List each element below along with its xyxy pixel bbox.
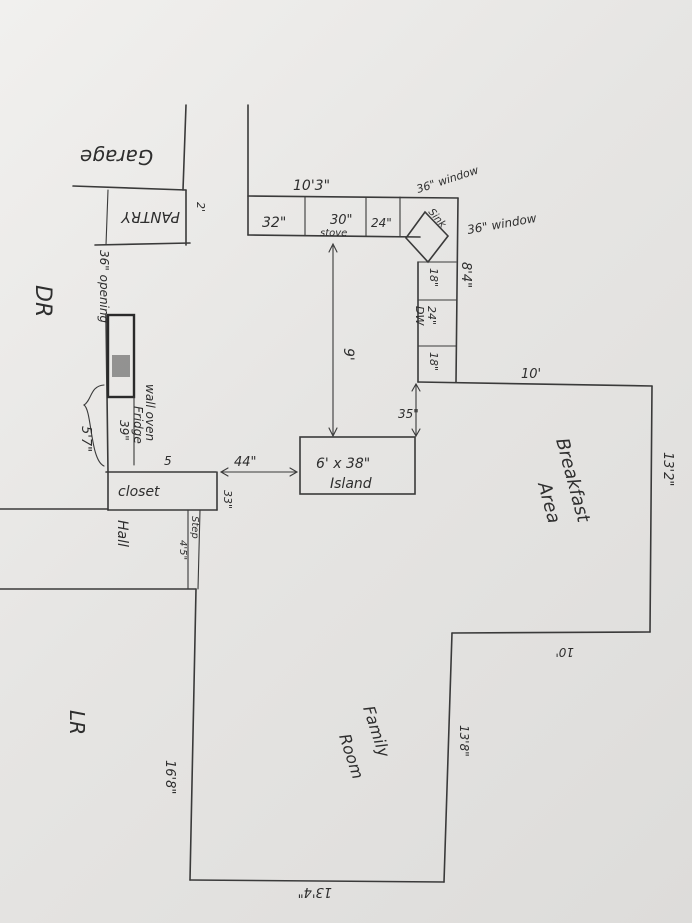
breakfast-width-dimension: 10' [521, 367, 541, 382]
wall-oven-label: wall oven [143, 384, 157, 441]
room-label: Room [335, 731, 367, 781]
island-to-closet-dimension: 44" [234, 455, 257, 470]
stove-size-label: 30" [330, 213, 353, 228]
dw-size-label: 24" [425, 306, 438, 325]
family-label: Family [359, 703, 394, 760]
aisle-9-dimension: 9' [340, 348, 356, 361]
wall-oven-box [106, 313, 136, 399]
sink-shape [404, 210, 450, 264]
cabinet-24-label: 24" [371, 216, 392, 230]
pantry-label: PANTRY [120, 208, 180, 226]
area-label: Area [533, 479, 564, 526]
outer-walls [189, 385, 653, 883]
right-window-label: 36" window [466, 211, 538, 237]
dw-label: DW [413, 306, 426, 326]
island-label: Island [330, 476, 372, 492]
closet-label: closet [118, 484, 160, 500]
family-depth-dimension: 13'8" [457, 725, 471, 757]
hall-label: Hall [114, 520, 130, 547]
opening-label: 36" opening [97, 250, 111, 323]
cabinet-18-top-label: 18" [427, 268, 440, 287]
closet-block [107, 471, 218, 511]
lr-depth-dimension: 16'8" [162, 760, 177, 794]
kitchen-right-counter [417, 197, 653, 387]
fridge-label: Fridge [131, 406, 145, 444]
sink-label: Sink [426, 207, 449, 231]
bottom-dimension: 13'4" [298, 884, 332, 899]
fridge-wall [105, 313, 217, 473]
garage-walls [72, 104, 191, 246]
island-size-label: 6' x 38" [316, 456, 370, 472]
closet-depth-dimension: 33" [221, 490, 234, 509]
breakfast-depth-dimension: 13'2" [660, 452, 675, 486]
dr-label: DR [30, 285, 55, 317]
step-label: Step [189, 516, 200, 539]
stove-label: stove [320, 228, 347, 239]
kitchen-top-counter [247, 104, 459, 238]
cabinet-18-bottom-label: 18" [427, 352, 440, 371]
lr-label: LR [65, 710, 89, 735]
top-run-dimension: 10'3" [293, 178, 330, 194]
wall-5-dimension: 5 [164, 454, 172, 468]
top-window-label: 36" window [415, 164, 480, 196]
cabinet-32-label: 32" [262, 215, 286, 231]
hall-width-dimension: 4'5" [177, 540, 188, 560]
pantry-depth: 2' [194, 202, 207, 212]
dimension-arrows [82, 242, 421, 477]
fridge-size-label: 39" [117, 420, 131, 441]
hall-walls [0, 508, 201, 881]
island-rect [299, 436, 416, 495]
family-width-dimension: 10' [555, 645, 574, 659]
island-gap-dimension: 35" [398, 407, 419, 421]
garage-label: Garage [80, 145, 153, 169]
right-run-dimension: 8'4" [458, 262, 473, 288]
wall-segment-dimension: 5'7" [78, 426, 93, 452]
